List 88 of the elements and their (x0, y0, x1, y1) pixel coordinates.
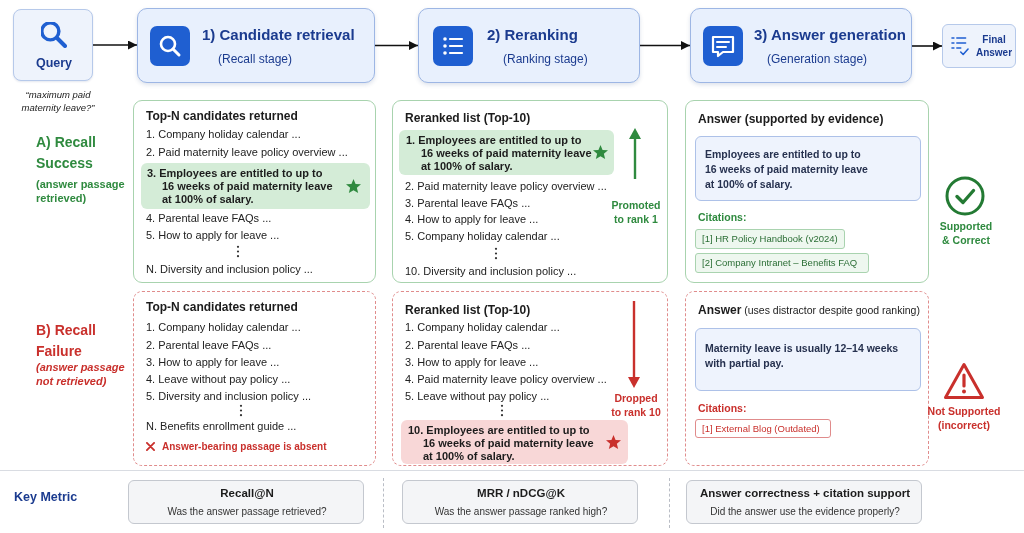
list-item: 5. Diversity and inclusion policy ... (146, 389, 312, 403)
highlighted-passage (141, 163, 370, 209)
list-item: 4. How to apply for leave ... (405, 212, 539, 226)
citation-text: [2] Company Intranet – Benefits FAQ (702, 257, 858, 269)
highlighted-passage (401, 420, 628, 464)
arrow (911, 41, 943, 51)
metric-card (402, 480, 638, 524)
stage-box (690, 8, 912, 83)
key-metric-label: Key Metric (14, 490, 78, 504)
panel-heading: Answer (uses distractor despite good ranking) (698, 303, 920, 317)
metric-question: Was the answer passage ranked high? (433, 506, 609, 517)
stage-box (418, 8, 640, 83)
candidate-list-panel (133, 291, 376, 466)
metric-question: Did the answer use the evidence properly? (709, 506, 901, 517)
verdict-label: Supported & Correct (938, 219, 994, 247)
list-item: N. Benefits enrollment guide ... (146, 419, 297, 433)
list-item: 1. Company holiday calendar ... (146, 320, 301, 334)
reranked-list-panel (392, 100, 668, 283)
reranked-list-panel (392, 291, 668, 466)
panel-heading: Reranked list (Top-10) (405, 111, 531, 125)
panel-heading: Top-N candidates returned (146, 300, 298, 314)
stage-box (137, 8, 375, 83)
citation-tag (695, 419, 831, 438)
list-item: 4. Paid maternity leave policy overview ... (405, 372, 607, 386)
final-answer-box (942, 24, 1016, 68)
citation-tag (695, 229, 845, 249)
passage-text: 10. Employees are entitled to up to 16 weeks of paid maternity leave at 100% of salary. (408, 424, 595, 463)
list-item: 3. How to apply for leave ... (405, 355, 539, 369)
verdict-label: Not Supported (incorrect) (926, 404, 1002, 432)
arrow (639, 41, 691, 50)
metric-card (128, 480, 364, 524)
list-item: 1. Company holiday calendar ... (405, 320, 560, 334)
candidate-list-panel (133, 100, 376, 283)
list-item: 5. How to apply for leave ... (146, 228, 280, 242)
list-item: 4. Leave without pay policy ... (146, 372, 291, 386)
list-item: 2. Paid maternity leave policy overview ... (405, 179, 607, 193)
rank-change-note: Dropped to rank 10 (610, 391, 662, 419)
rank-change-note: Promoted to rank 1 (610, 198, 662, 226)
metric-title: Answer correctness + citation support (699, 487, 911, 499)
answer-text: Maternity leave is usually 12–14 weeks with partial pay. (705, 341, 900, 371)
stage-subtitle: (Generation stage) (767, 52, 868, 66)
list-item: N. Diversity and inclusion policy ... (146, 262, 313, 276)
list-item: 3. How to apply for leave ... (146, 355, 280, 369)
row-subtitle: (answer passage not retrieved) (36, 361, 126, 388)
metric-card (686, 480, 922, 524)
metric-question: Was the answer passage retrieved? (166, 506, 328, 517)
answer-card (695, 136, 921, 201)
list-item: 4. Parental leave FAQs ... (146, 211, 272, 225)
metric-title: Recall@N (219, 487, 275, 499)
metric-title: MRR / nDCG@K (476, 487, 566, 499)
citation-text: [1] HR Policy Handbook (v2024) (702, 233, 838, 245)
answer-panel (685, 291, 929, 466)
citation-tag (695, 253, 869, 273)
list-item: 1. Company holiday calendar ... (146, 127, 301, 141)
citation-text: [1] External Blog (Outdated) (702, 423, 820, 435)
query-text: “maximum paid maternity leave?” (20, 89, 96, 114)
answer-card (695, 328, 921, 391)
panel-heading: Reranked list (Top-10) (405, 303, 531, 317)
stage-subtitle: (Recall stage) (218, 52, 293, 66)
node-label: Final Answer (974, 33, 1014, 59)
list-item: 5. Company holiday calendar ... (405, 229, 560, 243)
arrow (374, 41, 419, 50)
answer-panel (685, 100, 929, 283)
row-title: B) Recall Failure (36, 321, 97, 361)
stage-title: 2) Reranking (487, 26, 578, 43)
node-label: Query (34, 56, 74, 70)
list-item: 2. Paid maternity leave policy overview ... (146, 145, 348, 159)
row-title: A) Recall Success (36, 133, 97, 173)
row-subtitle: (answer passage retrieved) (36, 178, 126, 205)
stage-title: 1) Candidate retrieval (202, 26, 355, 43)
warning-note: Answer-bearing passage is absent (162, 440, 327, 453)
highlighted-passage (399, 130, 614, 175)
list-item: 3. Parental leave FAQs ... (405, 196, 531, 210)
passage-text: 1. Employees are entitled to up to 16 weeks of paid maternity leave at 100% of salary. (406, 134, 592, 173)
passage-text: 3. Employees are entitled to up to 16 weeks of paid maternity leave at 100% of salary. (147, 167, 334, 206)
list-item: 2. Parental leave FAQs ... (405, 338, 531, 352)
list-item: 2. Parental leave FAQs ... (146, 338, 272, 352)
citations-heading: Citations: (698, 402, 747, 414)
panel-heading: Top-N candidates returned (146, 109, 298, 123)
query-box (13, 9, 93, 81)
arrow (92, 40, 138, 50)
citations-heading: Citations: (698, 211, 747, 223)
panel-heading: Answer (supported by evidence) (698, 112, 884, 126)
list-item: 5. Leave without pay policy ... (405, 389, 550, 403)
stage-title: 3) Answer generation (754, 26, 906, 43)
stage-subtitle: (Ranking stage) (503, 52, 588, 66)
answer-text: Employees are entitled to up to 16 weeks of paid maternity leave at 100% of salary. (705, 147, 868, 192)
list-item: 10. Diversity and inclusion policy ... (405, 264, 577, 278)
